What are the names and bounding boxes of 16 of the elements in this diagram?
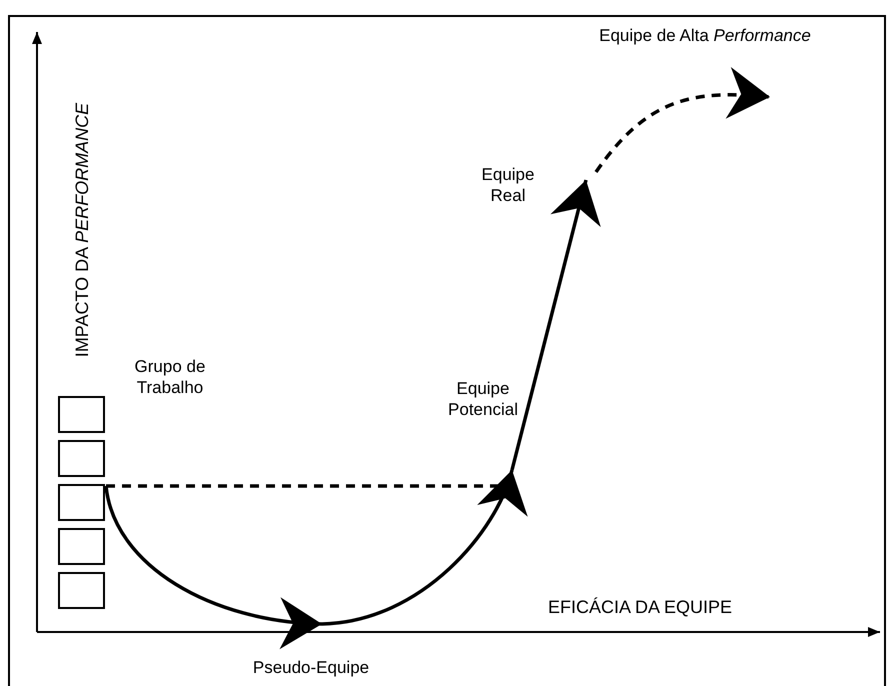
axis-title: IMPACTO DA PERFORMANCE	[71, 102, 93, 360]
arrow	[594, 68, 770, 174]
stage-label: Equipe de Alta Performance	[540, 25, 870, 46]
arrow	[510, 180, 601, 470]
empty-box	[58, 440, 105, 477]
axis-title: EFICÁCIA DA EQUIPE	[548, 596, 732, 618]
arrow	[104, 486, 322, 648]
stage-label: Grupo de Trabalho	[112, 356, 228, 398]
stage-label: Equipe Real	[468, 164, 548, 206]
stage-label: Pseudo-Equipe	[226, 657, 396, 678]
empty-box	[58, 528, 105, 565]
empty-box	[58, 396, 105, 433]
empty-box	[58, 484, 105, 521]
arrow	[322, 469, 525, 626]
stage-label: Equipe Potencial	[438, 378, 528, 420]
empty-box	[58, 572, 105, 609]
